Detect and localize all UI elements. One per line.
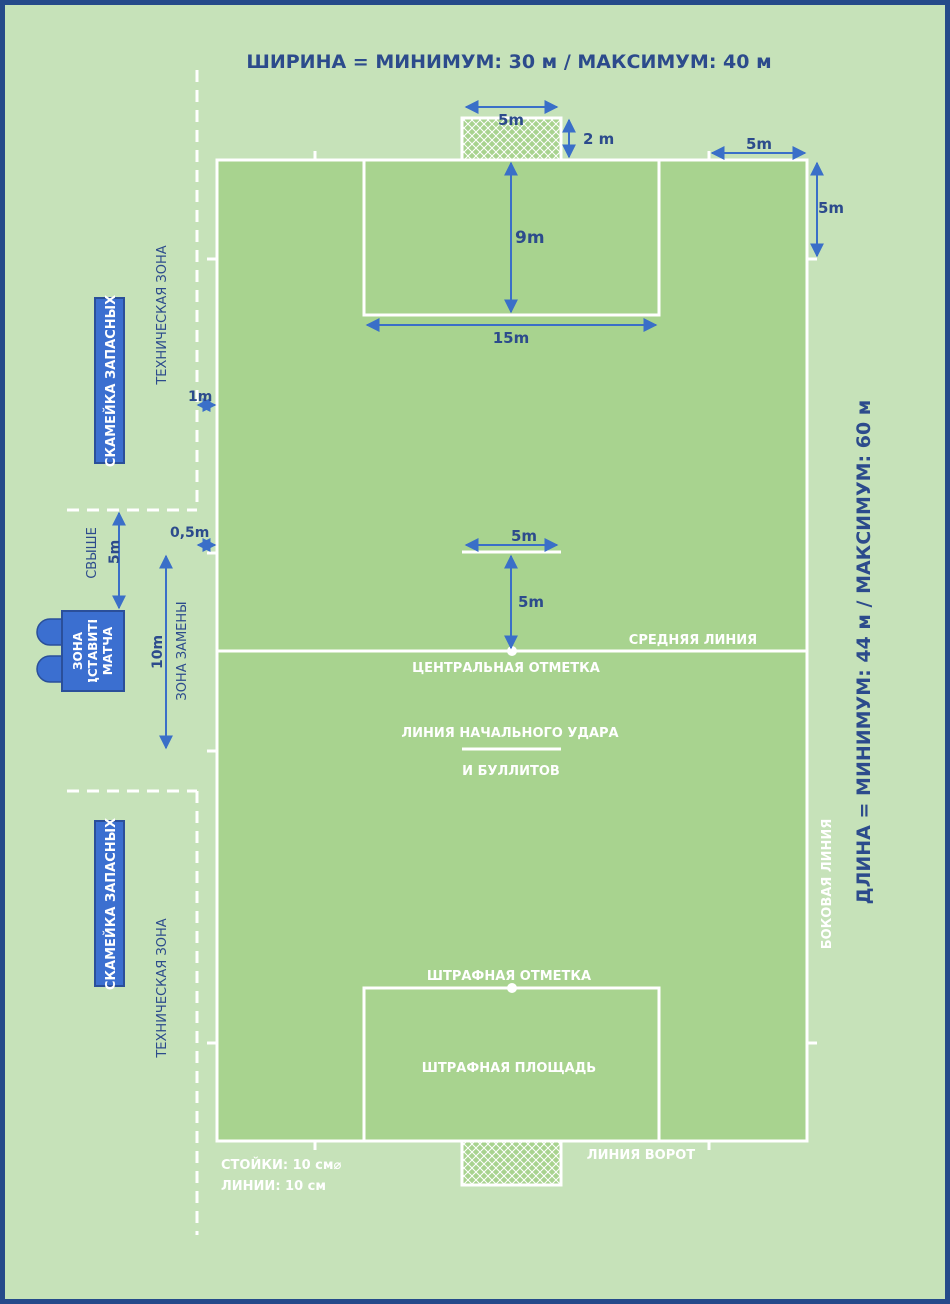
- width-title: ШИРИНА = МИНИМУМ: 30 м / МАКСИМУМ: 40 м: [246, 51, 771, 73]
- kickoff-line-label-2: И БУЛЛИТОВ: [462, 764, 560, 779]
- officials-zone-label-box: ЗОНА ПРЕДСТАВИТЕЛЕЙ МАТЧА: [70, 620, 115, 682]
- kickoff-dist-label: 5m: [518, 593, 544, 611]
- penalty-mark-label: ШТРАФНАЯ ОТМЕТКА: [427, 969, 591, 984]
- posts-label: СТОЙКИ: 10 см⌀: [221, 1157, 342, 1173]
- bench-top: [94, 297, 125, 464]
- kickoff-line-label-1: ЛИНИЯ НАЧАЛЬНОГО УДАРА: [401, 726, 618, 741]
- officials-box: [61, 610, 125, 692]
- bench-top-label: СКАМЕЙКА ЗАПАСНЫХ: [103, 295, 119, 467]
- officials-seats: [36, 618, 63, 683]
- edge-ticks: [207, 151, 817, 1150]
- dimension-arrows: [112, 100, 824, 750]
- touchline-label: БОКОВАЯ ЛИНИЯ: [820, 819, 835, 950]
- goal-width-label: 5m: [498, 111, 524, 129]
- goal-top: [460, 116, 563, 162]
- penalty-area-label: ШТРАФНАЯ ПЛОЩАДЬ: [422, 1061, 596, 1076]
- sub-zone-label: ЗОНА ЗАМЕНЫ: [175, 601, 190, 700]
- technical-zone-top-label: ТЕХНИЧЕСКАЯ ЗОНА: [155, 245, 170, 385]
- corner-depth-label: 5m: [818, 199, 844, 217]
- bench-bottom-label: СКАМЕЙКА ЗАПАСНЫХ: [103, 818, 119, 990]
- above-value-label: 5m: [107, 540, 123, 564]
- touchline-gap-label: 1m: [188, 389, 212, 405]
- bench-bottom: [94, 820, 125, 987]
- penalty-depth-label: 9m: [515, 228, 545, 248]
- lines-label: ЛИНИИ: 10 см: [221, 1179, 326, 1194]
- length-title: ДЛИНА = МИНИМУМ: 44 м / МАКСИМУМ: 60 м: [853, 400, 875, 905]
- technical-zone-dashes: [67, 70, 199, 1235]
- goal-depth-label: 2 m: [583, 130, 614, 148]
- technical-zone-bottom-label: ТЕХНИЧЕСКАЯ ЗОНА: [155, 918, 170, 1058]
- goal-bottom: [460, 1139, 563, 1187]
- halfway-line-label: СРЕДНЯЯ ЛИНИЯ: [629, 633, 757, 648]
- above-label: СВЫШЕ: [85, 527, 100, 579]
- sub-gap-label: 0,5m: [170, 525, 209, 541]
- goal-line-label: ЛИНИЯ ВОРОТ: [587, 1148, 696, 1163]
- corner-width-label: 5m: [746, 135, 772, 153]
- kickoff-width-label: 5m: [511, 527, 537, 545]
- penalty-mark: [507, 983, 517, 993]
- penalty-width-label: 15m: [493, 329, 530, 347]
- center-mark-label: ЦЕНТРАЛЬНАЯ ОТМЕТКА: [412, 661, 600, 676]
- sub-zone-length-label: 10m: [150, 635, 166, 669]
- officials-zone-label: ЗОНА ПРЕДСТАВИТЕЛЕЙ МАТЧА: [70, 620, 115, 682]
